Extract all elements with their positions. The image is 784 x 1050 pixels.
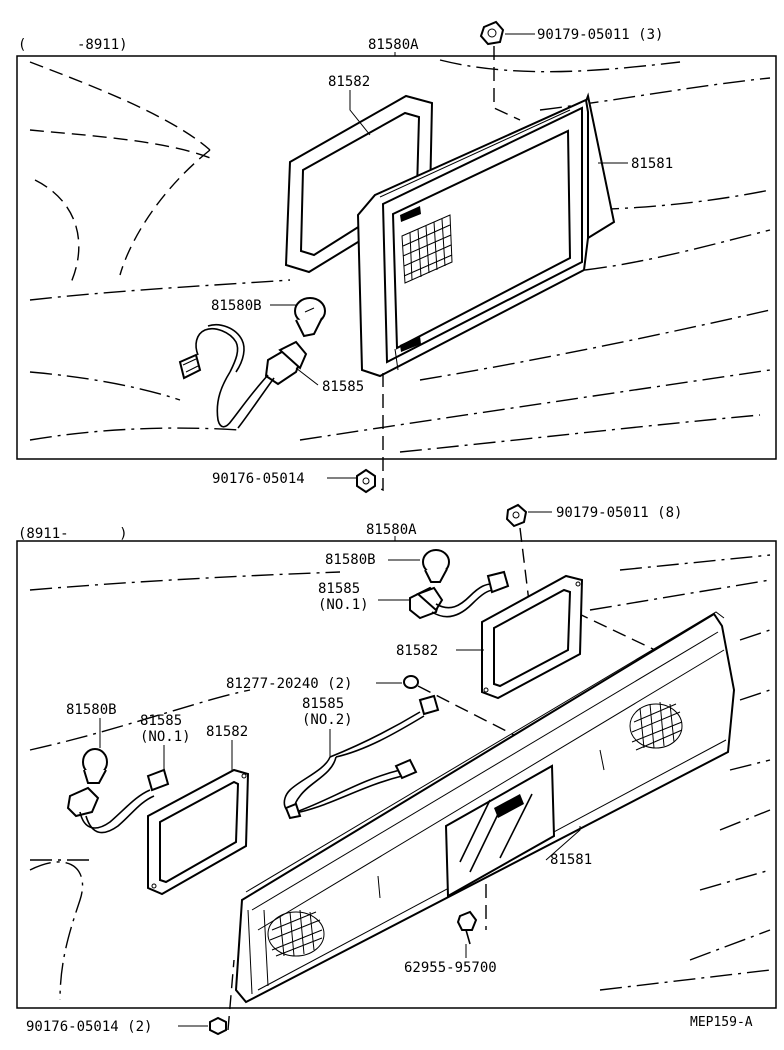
lower-socket-no1-left-label: 81585 bbox=[140, 713, 182, 729]
screw-upper bbox=[356, 373, 384, 494]
lower-assy-label: 81580A bbox=[366, 522, 417, 538]
lower-gasket-left-label: 81582 bbox=[206, 724, 248, 740]
lower-panel: (8911- ) bbox=[16, 503, 777, 1036]
lower-screw-label: 90176-05014 (2) bbox=[26, 1019, 152, 1035]
upper-leaders bbox=[270, 33, 628, 479]
lower-lens-label: 81581 bbox=[550, 852, 592, 868]
lower-clip-nut-label: 90179-05011 (8) bbox=[556, 505, 682, 521]
upper-screw-label: 90176-05014 bbox=[212, 471, 305, 487]
gasket-upper bbox=[284, 94, 434, 274]
bulb-upper bbox=[294, 297, 326, 338]
lower-socket-no1-right-sub: (NO.1) bbox=[318, 597, 369, 613]
lower-gasket-right-label: 81582 bbox=[396, 643, 438, 659]
upper-bulb-label: 81580B bbox=[211, 298, 262, 314]
lower-range-label: (8911- ) bbox=[18, 526, 128, 542]
upper-range-label: ( -8911) bbox=[18, 37, 128, 53]
upper-frame bbox=[16, 55, 777, 460]
lamp-housing-upper bbox=[356, 92, 616, 378]
grommet bbox=[403, 675, 521, 739]
lower-bulb-right-label: 81580B bbox=[325, 552, 376, 568]
upper-body-outline bbox=[29, 59, 771, 453]
lower-frame bbox=[16, 540, 777, 1009]
upper-lens-label: 81581 bbox=[631, 156, 673, 172]
screw-lower bbox=[209, 959, 235, 1036]
socket-no1-right bbox=[409, 570, 510, 620]
lower-socket-no1-right-label: 81585 bbox=[318, 581, 360, 597]
lower-bulb-left-label: 81580B bbox=[66, 702, 117, 718]
lower-socket-no1-left-sub: (NO.1) bbox=[140, 729, 191, 745]
grille-left bbox=[267, 909, 325, 957]
lower-clip-label: 62955-95700 bbox=[404, 960, 497, 976]
upper-socket-label: 81585 bbox=[322, 379, 364, 395]
gasket-lower-right bbox=[481, 574, 584, 700]
upper-gasket-label: 81582 bbox=[328, 74, 370, 90]
upper-clip-nut-label: 90179-05011 (3) bbox=[537, 27, 663, 43]
reflector-grid-upper bbox=[401, 214, 453, 284]
diagram-code: MEP159-A bbox=[690, 1015, 753, 1030]
upper-assy-label: 81580A bbox=[368, 37, 419, 53]
clip-nut-upper bbox=[479, 20, 521, 121]
lower-socket-no2-label: 81585 bbox=[302, 696, 344, 712]
gasket-lower-left bbox=[147, 768, 250, 896]
socket-no2 bbox=[283, 694, 440, 820]
grille-right bbox=[629, 701, 683, 751]
lower-socket-no2-sub: (NO.2) bbox=[302, 712, 353, 728]
upper-panel: ( -8911) bbox=[16, 20, 777, 494]
lamp-garnish-lower bbox=[234, 611, 736, 1004]
lower-grommet-label: 81277-20240 (2) bbox=[226, 676, 352, 692]
push-clip bbox=[456, 910, 478, 945]
clip-nut-lower bbox=[505, 503, 531, 611]
socket-wiring-upper bbox=[178, 324, 308, 429]
bulb-lower-right bbox=[422, 549, 450, 583]
bulb-lower-left bbox=[82, 748, 108, 784]
socket-no1-left bbox=[66, 768, 170, 834]
lower-leaders bbox=[99, 511, 581, 1027]
